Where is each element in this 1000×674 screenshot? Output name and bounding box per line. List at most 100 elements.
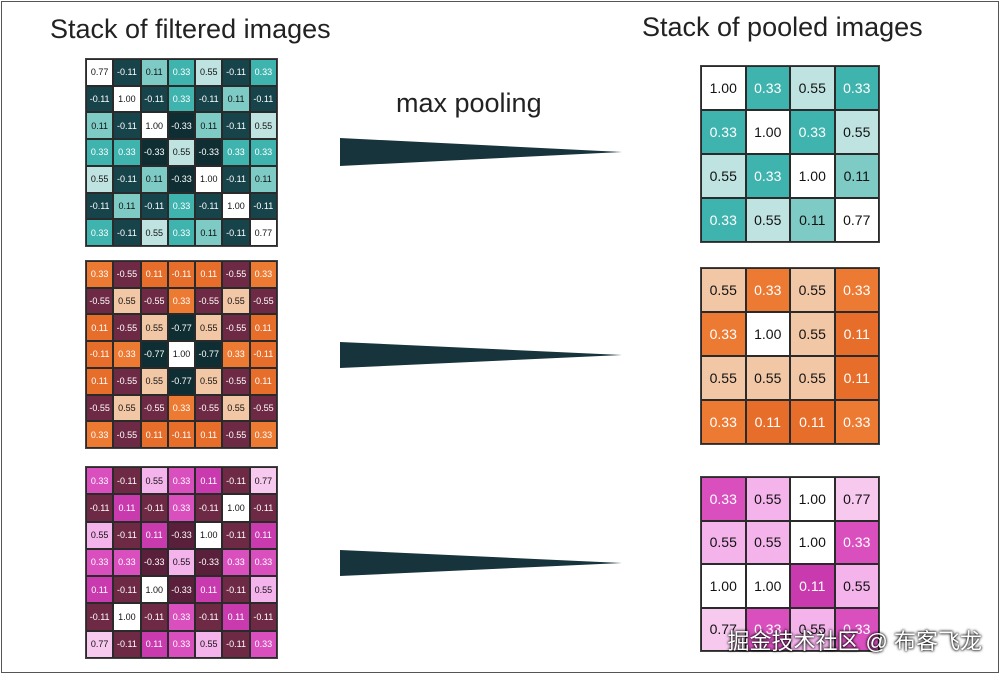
matrix-cell: 0.33 [834,400,879,444]
matrix-cell: -0.55 [140,287,168,315]
matrix-cell: -0.55 [86,287,114,315]
matrix-cell: 0.55 [195,630,223,658]
matrix-cell: 0.11 [249,314,277,342]
matrix-cell: 0.55 [790,607,835,651]
matrix-cell: -0.77 [195,341,223,368]
matrix-cell: -0.33 [195,548,223,577]
matrix-cell: 0.55 [167,548,196,577]
matrix-cell: 0.33 [249,630,277,658]
matrix-cell: -0.33 [167,576,196,604]
matrix-cell: 0.33 [701,110,746,154]
matrix-cell: -0.55 [222,314,250,342]
matrix-cell: 0.11 [86,367,114,395]
matrix-cell: 1.00 [113,603,141,631]
matrix-cell: -0.55 [113,421,141,448]
matrix-cell: -0.11 [113,521,141,549]
matrix-cell: 0.55 [195,314,223,342]
matrix-cell: 0.33 [745,607,790,651]
matrix-cell: 0.11 [195,421,223,448]
matrix-cell: -0.55 [113,367,141,395]
matrix-cell: 0.55 [745,477,790,521]
matrix-cell: 0.55 [195,59,223,86]
matrix-cell: 0.55 [113,394,141,422]
matrix-cell: 0.55 [140,467,168,495]
matrix-cell: -0.77 [140,341,168,368]
matrix-cell: 1.00 [701,564,746,608]
matrix-cell: -0.33 [167,112,196,140]
matrix-cell: 0.77 [249,467,277,495]
matrix-cell: 0.55 [701,356,746,400]
matrix-cell: 1.00 [140,112,168,140]
matrix-cell: -0.11 [222,112,250,140]
matrix-cell: 0.33 [167,192,196,220]
matrix-cell: -0.11 [86,85,114,113]
matrix-cell: -0.11 [222,219,250,246]
matrix-cell: 0.55 [140,314,168,342]
matrix-cell: 0.55 [113,287,141,315]
matrix-cell: 0.11 [140,421,168,448]
matrix-cell: 0.11 [86,314,114,342]
matrix-cell: -0.77 [167,314,196,342]
matrix-cell: -0.11 [140,192,168,220]
matrix-cell: 0.33 [86,548,114,577]
matrix-cell: -0.11 [140,494,168,522]
matrix-cell: 0.11 [222,603,250,631]
matrix-cell: 1.00 [701,66,746,110]
matrix-cell: 0.55 [834,110,879,154]
matrix-cell: -0.55 [113,314,141,342]
matrix-cell: 1.00 [222,494,250,522]
matrix-cell: 0.11 [195,219,223,246]
matrix-cell: 0.11 [249,367,277,395]
matrix-cell: 0.33 [222,139,250,166]
matrix-cell: -0.11 [222,576,250,604]
matrix-cell: -0.55 [249,394,277,422]
matrix-cell: -0.11 [249,85,277,113]
matrix-cell: -0.11 [222,165,250,193]
matrix-cell: 0.55 [790,268,835,312]
matrix-cell: 1.00 [790,520,835,564]
matrix-cell: 0.11 [140,59,168,86]
matrix-cell: 1.00 [790,154,835,198]
matrix-cell: 0.55 [249,576,277,604]
matrix-cell: -0.11 [167,261,196,288]
matrix-cell: 1.00 [745,564,790,608]
matrix-cell: 0.11 [113,192,141,220]
matrix-cell: 0.55 [701,520,746,564]
matrix-cell: 0.33 [167,219,196,246]
matrix-cell: -0.33 [195,139,223,166]
matrix-cell: 0.33 [834,607,879,651]
matrix-cell: -0.11 [113,219,141,246]
matrix-cell: -0.55 [222,261,250,288]
matrix-cell: 0.55 [790,356,835,400]
matrix-cell: 0.11 [834,312,879,356]
matrix-cell: 0.33 [167,467,196,495]
matrix-cell: 0.11 [195,261,223,288]
filtered-stack-title: Stack of filtered images [50,14,331,44]
matrix-cell: 0.55 [701,268,746,312]
matrix-cell: 0.11 [834,356,879,400]
matrix-cell: -0.11 [140,603,168,631]
matrix-cell: 0.33 [745,154,790,198]
matrix-cell: -0.11 [222,630,250,658]
operation-label: max pooling [396,88,542,118]
matrix-cell: 0.11 [249,521,277,549]
matrix-cell: 1.00 [195,521,223,549]
matrix-cell: -0.77 [167,367,196,395]
matrix-cell: 0.33 [167,630,196,658]
matrix-cell: 0.55 [86,521,114,549]
matrix-cell: 0.11 [790,400,835,444]
matrix-cell: 0.33 [86,261,114,288]
matrix-cell: 0.11 [195,576,223,604]
matrix-cell: -0.11 [86,341,114,368]
matrix-cell: -0.11 [249,494,277,522]
matrix-cell: 0.33 [86,139,114,166]
matrix-cell: -0.33 [140,548,168,577]
matrix-cell: 0.33 [249,261,277,288]
matrix-cell: -0.33 [167,521,196,549]
matrix-cell: -0.11 [113,630,141,658]
matrix-cell: -0.11 [86,603,114,631]
matrix-cell: 0.11 [834,154,879,198]
matrix-cell: 0.11 [140,521,168,549]
